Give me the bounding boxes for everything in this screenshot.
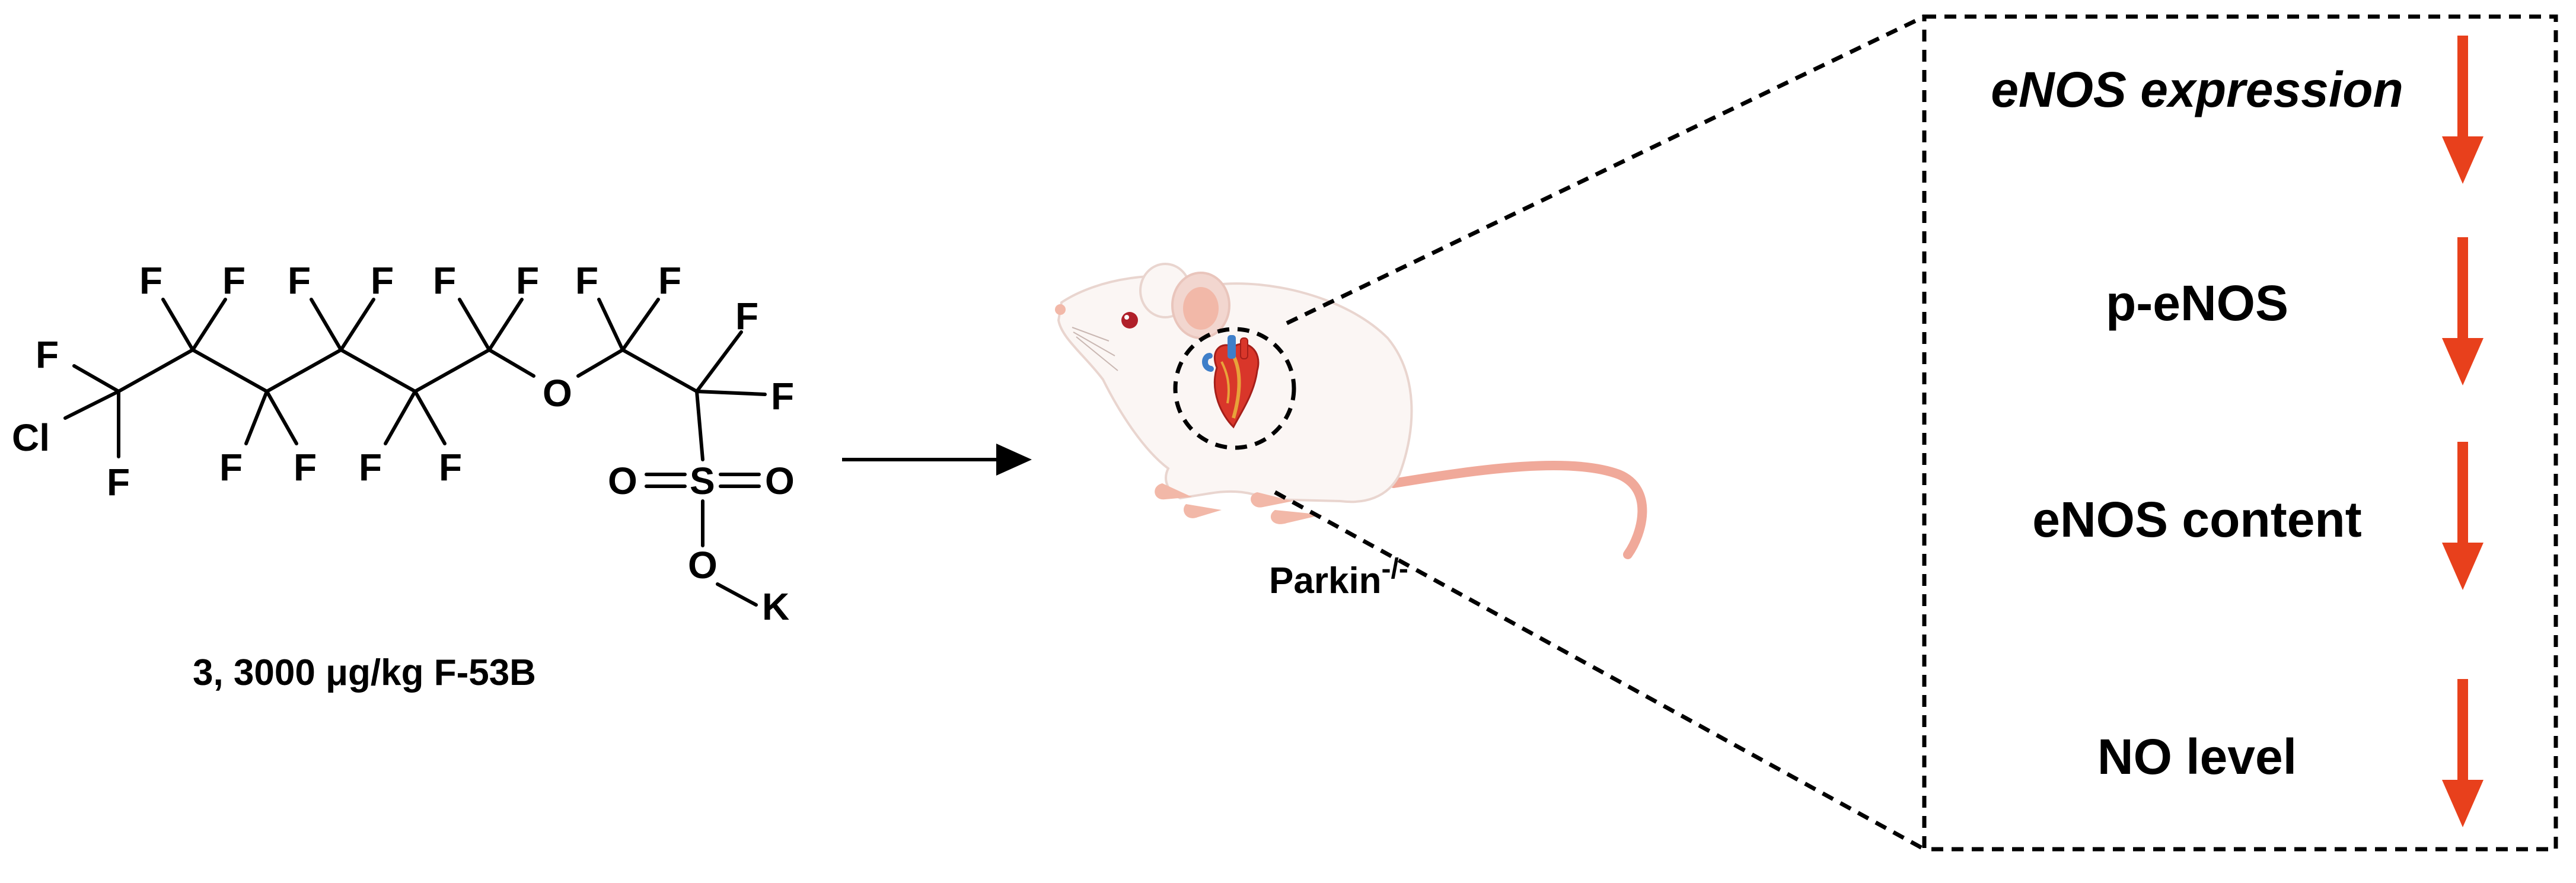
effect-item: p-eNOS xyxy=(2106,237,2483,385)
atom-o: O xyxy=(688,544,718,586)
mouse-eye xyxy=(1121,312,1138,329)
mouse-hind-foot xyxy=(1251,492,1293,508)
atom-f: F xyxy=(219,446,243,489)
atom-k: K xyxy=(762,585,789,628)
heart-icon xyxy=(1202,335,1260,429)
zoom-line-top xyxy=(1286,14,1925,326)
mouse-illustration: Parkin-/- xyxy=(1055,263,1647,601)
c2-f-bonds xyxy=(161,298,227,352)
atom-f: F xyxy=(107,461,130,503)
mouse-front-foot xyxy=(1184,504,1222,518)
atom-f: F xyxy=(139,259,162,302)
atom-f: F xyxy=(735,295,758,337)
atom-f: F xyxy=(294,446,317,489)
effect-item: eNOS content xyxy=(2032,442,2483,590)
mouse-nose xyxy=(1055,304,1066,315)
c6-f-bonds xyxy=(458,298,524,352)
effect-label: eNOS expression xyxy=(1991,62,2403,117)
c4-f-bonds xyxy=(310,298,375,352)
strain-label: Parkin-/- xyxy=(1269,553,1408,601)
atom-f: F xyxy=(658,259,681,302)
effect-label: p-eNOS xyxy=(2106,275,2288,331)
atom-f: F xyxy=(516,259,539,302)
atom-f: F xyxy=(575,259,598,302)
atom-f: F xyxy=(371,259,394,302)
mouse-tail xyxy=(1389,460,1647,559)
effects-panel: eNOS expression p-eNOS eNOS content NO l… xyxy=(1922,14,2558,852)
mouse-front-foot xyxy=(1155,483,1192,500)
heart-highlight-circle xyxy=(1173,327,1296,450)
c3-f-bonds xyxy=(244,390,298,445)
down-arrow-icon xyxy=(2442,679,2483,827)
atom-f: F xyxy=(771,375,794,417)
atom-f: F xyxy=(222,259,246,302)
mouse-whiskers xyxy=(1072,327,1118,371)
atom-f: F xyxy=(439,446,462,489)
carbon-chain-bonds xyxy=(117,348,535,394)
down-arrow-icon xyxy=(2442,237,2483,385)
f53b-structure: F Cl F F F F F F F F F F F O F F F F O S… xyxy=(12,259,795,693)
atom-f: F xyxy=(36,333,59,376)
c1-substituent-bonds xyxy=(63,364,120,458)
effect-item: eNOS expression xyxy=(1991,36,2483,184)
atom-f: F xyxy=(359,446,382,489)
atom-f: F xyxy=(433,259,456,302)
mouse-ear-inner xyxy=(1183,287,1219,330)
effect-label: eNOS content xyxy=(2032,492,2361,547)
atom-cl: Cl xyxy=(12,416,50,459)
sulfonate-bonds xyxy=(645,473,761,607)
effects-box xyxy=(1922,14,2558,852)
atom-o: O xyxy=(765,460,795,502)
c8-substituent-bonds xyxy=(695,330,767,461)
atom-o: O xyxy=(543,372,572,415)
dose-caption: 3, 3000 μg/kg F-53B xyxy=(193,652,536,693)
c7-f-bonds xyxy=(597,298,660,352)
ether-bonds xyxy=(576,348,699,393)
atom-s: S xyxy=(690,460,715,502)
c5-f-bonds xyxy=(384,390,447,445)
atom-f: F xyxy=(288,259,311,302)
effect-item: NO level xyxy=(2097,679,2483,827)
down-arrow-icon xyxy=(2442,442,2483,590)
exposure-arrow xyxy=(842,444,1032,476)
effect-label: NO level xyxy=(2097,729,2297,785)
atom-o: O xyxy=(608,460,637,502)
down-arrow-icon xyxy=(2442,36,2483,184)
zoom-line-bottom xyxy=(1274,490,1925,852)
